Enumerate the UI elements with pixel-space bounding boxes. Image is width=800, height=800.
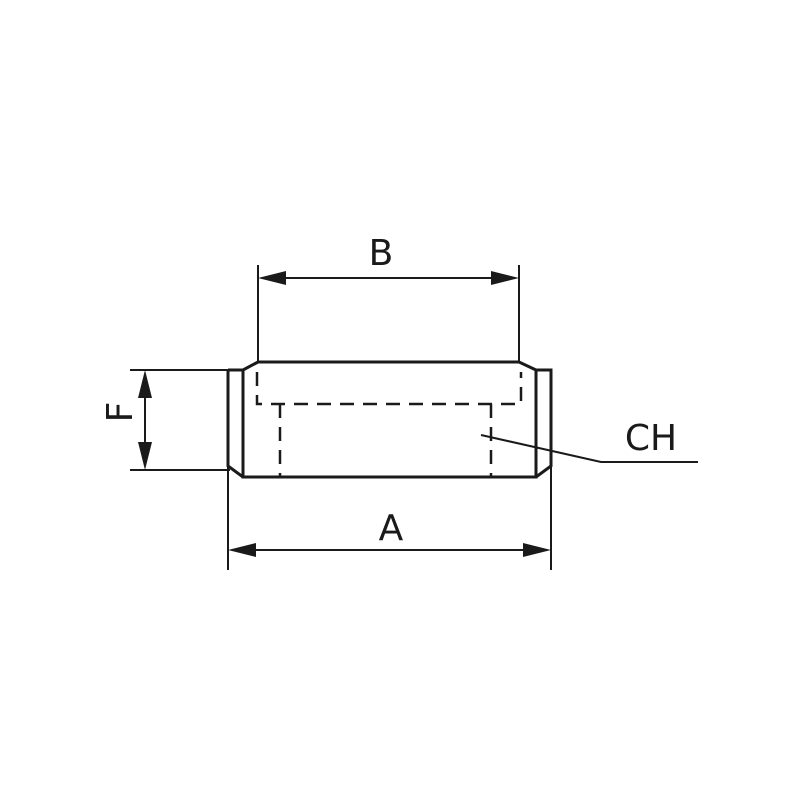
flange-left bbox=[226, 368, 244, 479]
flange-right bbox=[535, 368, 553, 479]
dimension-b bbox=[257, 265, 520, 362]
label-b: B bbox=[369, 233, 394, 274]
label-a: A bbox=[379, 508, 404, 549]
hidden-lines bbox=[255, 372, 523, 477]
label-ch: CH bbox=[625, 418, 677, 459]
dimension-a bbox=[227, 466, 552, 570]
ch-leader bbox=[480, 434, 698, 463]
label-f: F bbox=[100, 402, 141, 423]
arrowheads bbox=[138, 271, 551, 557]
